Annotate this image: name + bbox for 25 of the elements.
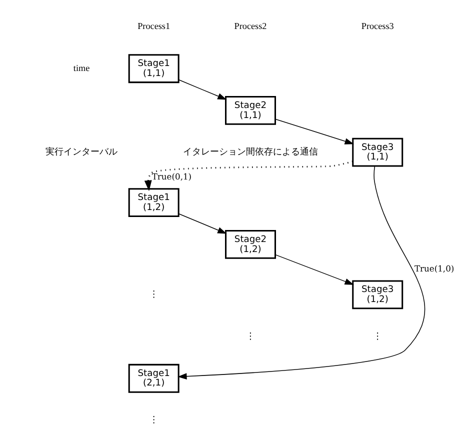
label: イタレーション間依存による通信 bbox=[183, 148, 318, 158]
node-box: Stage2 (1,1) bbox=[225, 96, 276, 125]
arrow bbox=[274, 118, 354, 144]
node-box: Stage1 (1,1) bbox=[128, 54, 180, 84]
arrow bbox=[178, 79, 227, 100]
label: ⋮ bbox=[246, 332, 256, 342]
label: ⋮ bbox=[149, 290, 158, 300]
arrow bbox=[178, 213, 227, 234]
label: ⋮ bbox=[149, 416, 158, 426]
label: Process2 bbox=[234, 21, 267, 32]
arrow bbox=[178, 166, 426, 380]
label: ⋮ bbox=[373, 332, 382, 342]
label: 実行インターバル bbox=[46, 148, 118, 158]
node-box: Stage2 (1,2) bbox=[225, 230, 276, 259]
node-box: Stage1 (1,2) bbox=[128, 188, 180, 218]
edge-label: True(0,1) bbox=[152, 172, 192, 182]
label: Process3 bbox=[361, 21, 394, 32]
node-box: Stage1 (2,1) bbox=[128, 364, 180, 393]
node-box: Stage3 (1,2) bbox=[352, 280, 404, 310]
arrow bbox=[144, 160, 353, 192]
edge-label: True(1,0) bbox=[414, 264, 454, 274]
node-box: Stage3 (1,1) bbox=[352, 138, 404, 167]
label: time bbox=[73, 62, 90, 73]
arrow bbox=[274, 254, 354, 285]
label: Process1 bbox=[138, 21, 170, 32]
